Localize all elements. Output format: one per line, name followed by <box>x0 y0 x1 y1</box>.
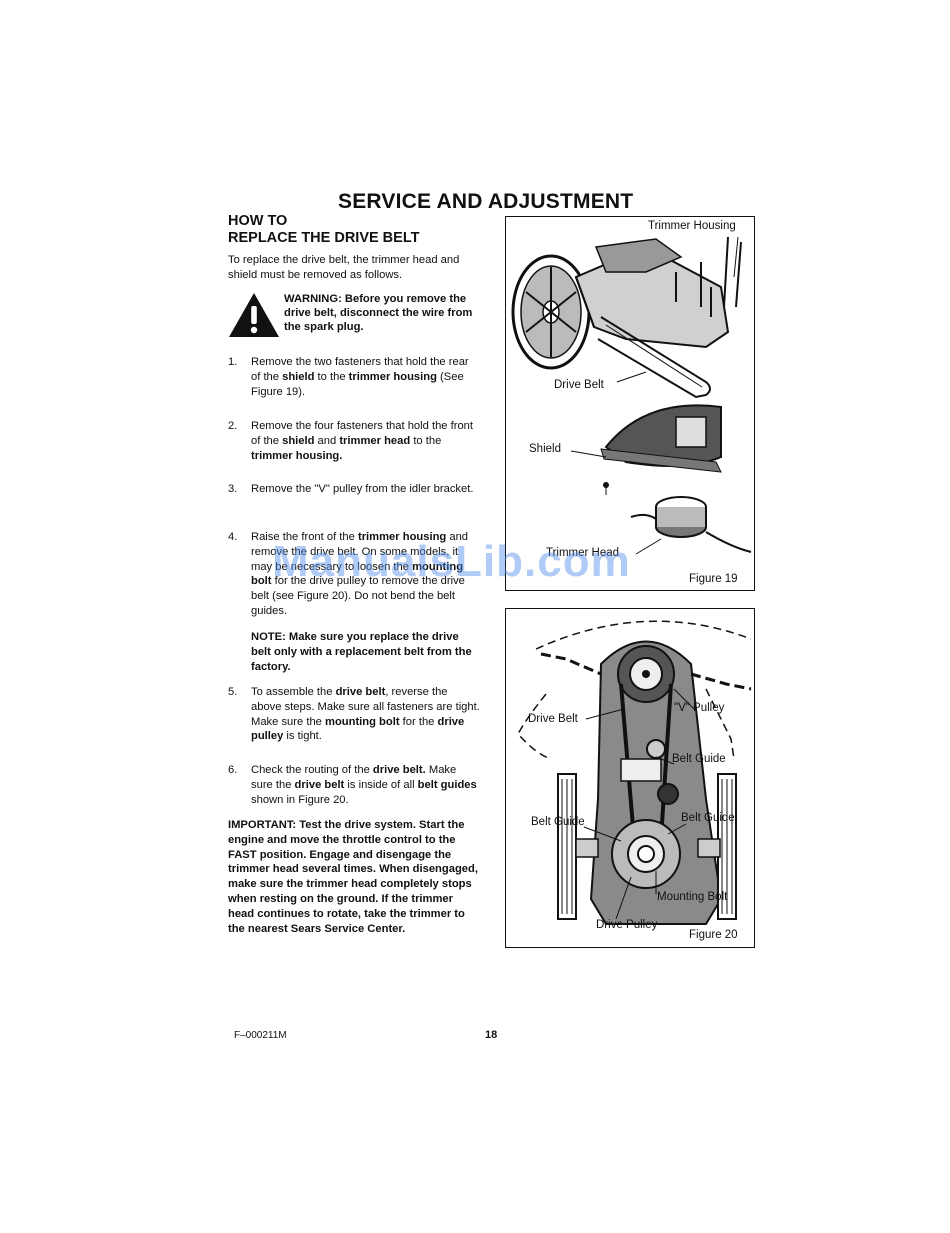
label-drive-belt: Drive Belt <box>554 379 604 391</box>
step-text: To assemble the drive belt, reverse the … <box>251 686 480 743</box>
page-number: 18 <box>485 1029 498 1041</box>
step-number: 5. <box>228 686 238 698</box>
step-text: Raise the front of the trimmer housing a… <box>251 531 469 617</box>
warning-text: WARNING: Before you remove the drive bel… <box>284 293 473 333</box>
step-text: Check the routing of the drive belt. Mak… <box>251 764 477 806</box>
step-2: 2. Remove the four fasteners that hold t… <box>228 419 480 463</box>
warning-block: WARNING: Before you remove the drive bel… <box>228 290 480 342</box>
figure-19-illustration <box>511 236 752 555</box>
figure-19-caption: Figure 19 <box>689 573 738 585</box>
label-belt-guide-right: Belt Guide <box>681 812 735 824</box>
label-belt-guide-left: Belt Guide <box>531 816 585 828</box>
label-trimmer-housing: Trimmer Housing <box>648 220 736 232</box>
step-number: 1. <box>228 356 238 368</box>
figure-20: "V" Pulley Drive Belt Belt Guide Belt Gu… <box>505 608 755 948</box>
step-number: 4. <box>228 531 238 543</box>
figure-20-caption: Figure 20 <box>689 929 738 941</box>
step-6: 6. Check the routing of the drive belt. … <box>228 763 480 807</box>
section-heading-line2: REPLACE THE DRIVE BELT <box>228 230 420 246</box>
step-number: 3. <box>228 483 238 495</box>
warning-icon <box>229 293 279 337</box>
important-paragraph: IMPORTANT: Test the drive system. Start … <box>228 819 478 935</box>
label-mounting-bolt: Mounting Bolt <box>657 891 728 903</box>
footer-code: F–000211M <box>234 1030 287 1041</box>
step-4: 4. Raise the front of the trimmer housin… <box>228 530 480 619</box>
step-text: Remove the four fasteners that hold the … <box>251 420 474 462</box>
step-1: 1. Remove the two fasteners that hold th… <box>228 355 480 399</box>
step-3: 3. Remove the "V" pulley from the idler … <box>228 482 480 497</box>
label-v-pulley: "V" Pulley <box>674 702 725 714</box>
note-paragraph: NOTE: Make sure you replace the drive be… <box>251 631 472 673</box>
label-drive-belt: Drive Belt <box>528 713 578 725</box>
intro-paragraph: To replace the drive belt, the trimmer h… <box>228 254 460 281</box>
figure-19: Trimmer Housing Drive Belt Shield Trimme… <box>505 216 755 591</box>
label-shield: Shield <box>529 443 561 455</box>
step-text: Remove the two fasteners that hold the r… <box>251 356 469 398</box>
section-heading-line1: HOW TO <box>228 213 288 229</box>
figure-20-illustration <box>517 620 752 925</box>
step-text: Remove the "V" pulley from the idler bra… <box>251 483 474 495</box>
label-belt-guide-top: Belt Guide <box>672 753 726 765</box>
step-5: 5. To assemble the drive belt, reverse t… <box>228 685 480 744</box>
watermark: ManualsLib.com <box>272 537 631 586</box>
label-trimmer-head: Trimmer Head <box>546 547 620 559</box>
page-title: SERVICE AND ADJUSTMENT <box>338 190 634 213</box>
section-heading: HOW TO REPLACE THE DRIVE BELT <box>228 213 419 247</box>
step-number: 2. <box>228 420 238 432</box>
label-drive-pulley: Drive Pulley <box>596 919 658 931</box>
step-number: 6. <box>228 764 238 776</box>
